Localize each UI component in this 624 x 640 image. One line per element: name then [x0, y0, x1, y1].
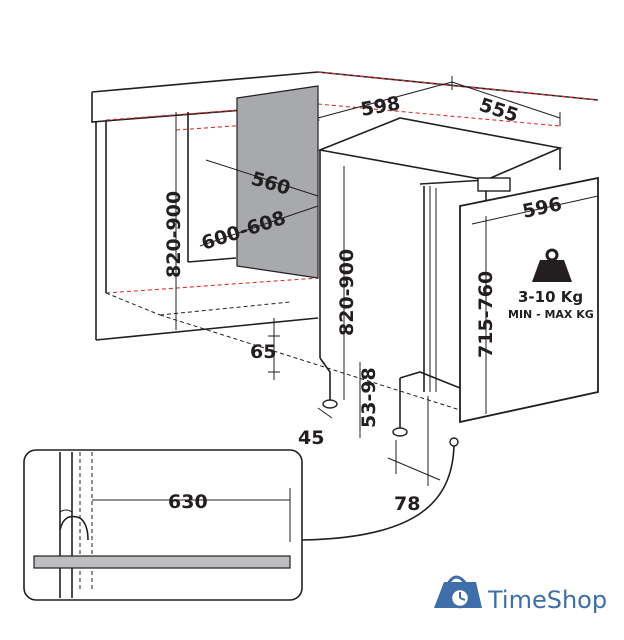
- dim-detail-width: 630: [168, 491, 208, 513]
- dim-niche-height: 820-900: [163, 191, 185, 278]
- weight-icon: [532, 248, 572, 282]
- niche-back-panel: [236, 85, 319, 279]
- detail-callout-marker: [449, 437, 459, 447]
- front-foot-right: [392, 427, 408, 437]
- brand-logo: TimeShop: [434, 575, 607, 614]
- control-panel: [477, 177, 511, 192]
- dim-foot-height: 53-98: [358, 367, 380, 428]
- dim-appliance-height: 820-900: [336, 249, 358, 336]
- dim-toe-kick: 65: [250, 341, 276, 363]
- dim-foot-offset: 45: [298, 427, 324, 449]
- door-weight-label: 3-10 Kg: [518, 288, 583, 306]
- door-weight-note: MIN - MAX KG: [508, 308, 594, 321]
- brand-name: TimeShop: [487, 586, 607, 614]
- dishwasher-body: [317, 117, 563, 437]
- dim-door-height: 715-760: [475, 271, 497, 358]
- floor-strip: [33, 555, 291, 569]
- detail-callout-line: [301, 445, 455, 541]
- detail-inset: [23, 449, 303, 601]
- dim-appliance-width: 598: [359, 92, 402, 121]
- dimension-lines: [175, 76, 599, 486]
- dim-appliance-depth: 555: [476, 94, 521, 127]
- front-foot-left: [322, 399, 338, 409]
- shopping-bag-clock-icon: [434, 575, 482, 609]
- door-panel: [459, 176, 599, 424]
- dim-door-gap: 78: [394, 493, 420, 515]
